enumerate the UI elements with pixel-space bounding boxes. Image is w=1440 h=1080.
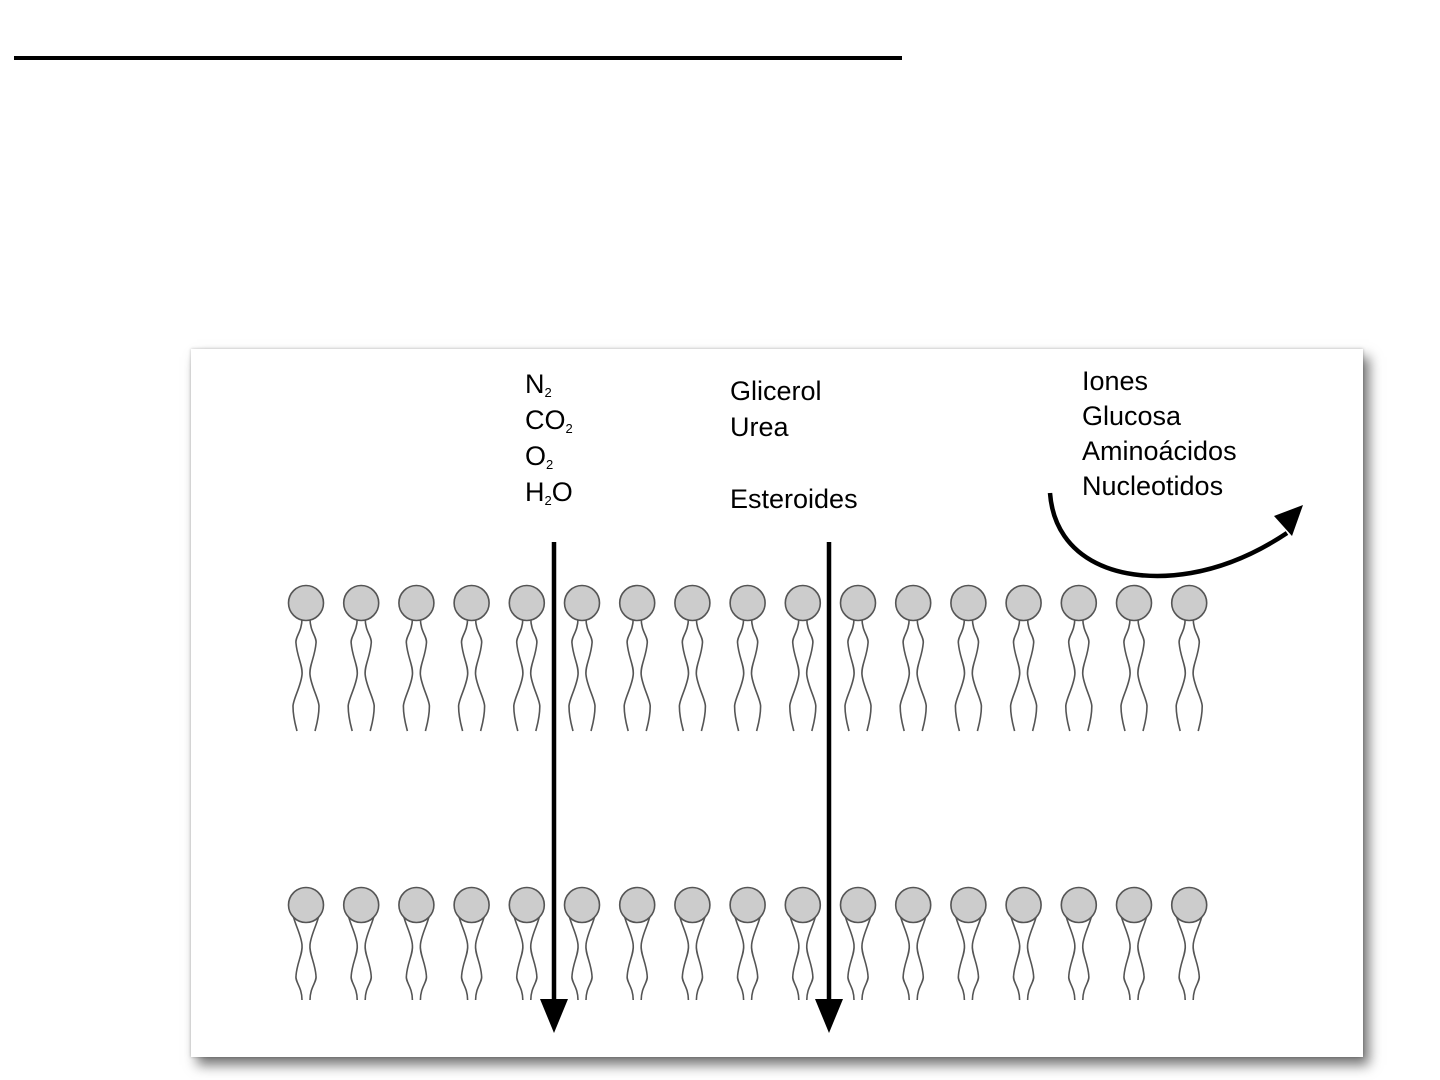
lipid-head-inner [287, 886, 325, 924]
lipid-head-inner [1060, 886, 1098, 924]
lipid-tail-outer [844, 618, 855, 732]
lipid-head-inner [674, 886, 711, 924]
label-gap [730, 445, 858, 481]
lipid-tail-outer [1064, 618, 1076, 732]
lipid-tail-outer [419, 618, 431, 732]
lipid-head-inner [784, 886, 822, 924]
lipid-tail-outer [529, 618, 541, 732]
deflected-arrow-curve [1047, 492, 1289, 579]
esteroides-label: Esteroides [730, 484, 858, 514]
small-polar-passage-arrow [815, 542, 843, 1033]
glucosa-label: Glucosa [1082, 401, 1182, 431]
lipid-head-inner [618, 886, 656, 924]
lipid-tail-outer [1026, 618, 1038, 732]
lipid-head-outer [1115, 584, 1153, 622]
lipid-tail-outer [457, 618, 469, 732]
gases-arrow-head [540, 999, 568, 1033]
lipid-tail-outer [1192, 618, 1204, 732]
lipid-head-inner [1170, 886, 1208, 924]
nucleotidos-label: Nucleotidos [1082, 471, 1224, 501]
lipid-tail-outer [805, 618, 817, 732]
gases-passage-arrow [540, 542, 568, 1033]
lipid-bilayer-diagram [287, 492, 1303, 1033]
lipid-tail-outer [364, 618, 376, 732]
lipid-head-outer [839, 584, 877, 622]
lipid-head-outer [342, 584, 380, 622]
aminoacidos-label: Aminoácidos [1082, 436, 1237, 466]
lipid-head-inner [563, 886, 601, 924]
lipid-tail-outer [1120, 618, 1131, 732]
lipid-tail-outer [585, 618, 596, 732]
lipid-tail-outer [916, 618, 928, 732]
lipid-head-outer [618, 584, 656, 622]
lipid-head-outer [950, 584, 987, 622]
lipid-head-inner [729, 886, 766, 924]
impermeable-label-group: Iones Glucosa Aminoácidos Nucleotidos [1082, 364, 1237, 504]
lipid-head-outer [729, 584, 766, 622]
gas-label: H2O [525, 477, 573, 508]
lipid-head-outer [894, 584, 932, 622]
gas-label: O2 [525, 441, 554, 472]
lipid-tail-outer [750, 618, 762, 732]
deflected-arrow-head [1274, 505, 1303, 536]
lipid-tail-outer [512, 618, 524, 732]
lipid-tails [292, 618, 1204, 1001]
lipid-tail-outer [1009, 618, 1021, 732]
lipid-heads [287, 584, 1208, 924]
lipid-head-outer [1060, 584, 1098, 622]
lipid-head-inner [453, 886, 490, 924]
lipid-tail-outer [292, 618, 303, 732]
glicerol-label: Glicerol [730, 376, 822, 406]
lipid-tail-outer [733, 618, 745, 732]
lipid-head-outer [287, 584, 325, 622]
small-polar-arrow-head [815, 999, 843, 1033]
lipid-head-inner [1005, 886, 1042, 924]
lipid-tail-outer [1137, 618, 1148, 732]
title-underline [14, 56, 902, 60]
lipid-tail-outer [861, 618, 872, 732]
lipid-head-outer [1005, 584, 1042, 622]
lipid-head-inner [950, 886, 987, 924]
lipid-tail-outer [695, 618, 707, 732]
impermeable-deflected-arrow [1047, 492, 1303, 579]
lipid-tail-outer [788, 618, 800, 732]
lipid-head-outer [674, 584, 711, 622]
lipid-head-outer [508, 584, 546, 622]
lipid-tail-outer [1175, 618, 1187, 732]
lipid-head-outer [398, 584, 435, 622]
lipid-head-inner [839, 886, 877, 924]
lipid-tail-outer [971, 618, 983, 732]
gases-label-group: N2 CO2 O2 H2O [525, 366, 573, 510]
small-polar-label-group: Glicerol Urea Esteroides [730, 373, 858, 517]
lipid-tail-outer [899, 618, 911, 732]
lipid-head-outer [1170, 584, 1208, 622]
gas-label: CO2 [525, 405, 573, 436]
lipid-head-inner [342, 886, 380, 924]
lipid-tail-outer [474, 618, 486, 732]
lipid-tail-outer [640, 618, 652, 732]
lipid-tail-outer [678, 618, 690, 732]
lipid-head-inner [398, 886, 435, 924]
lipid-tail-outer [623, 618, 635, 732]
lipid-tail-outer [402, 618, 414, 732]
iones-label: Iones [1082, 366, 1149, 396]
lipid-head-outer [453, 584, 490, 622]
lipid-head-outer [784, 584, 822, 622]
lipid-head-inner [894, 886, 932, 924]
urea-label: Urea [730, 412, 789, 442]
lipid-tail-outer [347, 618, 359, 732]
lipid-tail-outer [568, 618, 579, 732]
lipid-head-inner [508, 886, 546, 924]
lipid-tail-outer [309, 618, 320, 732]
lipid-tail-outer [1081, 618, 1093, 732]
lipid-tail-outer [954, 618, 966, 732]
lipid-head-outer [563, 584, 601, 622]
lipid-head-inner [1115, 886, 1153, 924]
membrane-permeability-figure: N2 CO2 O2 H2O Glicerol Urea Esteroides I… [191, 349, 1363, 1057]
gas-label: N2 [525, 369, 552, 400]
